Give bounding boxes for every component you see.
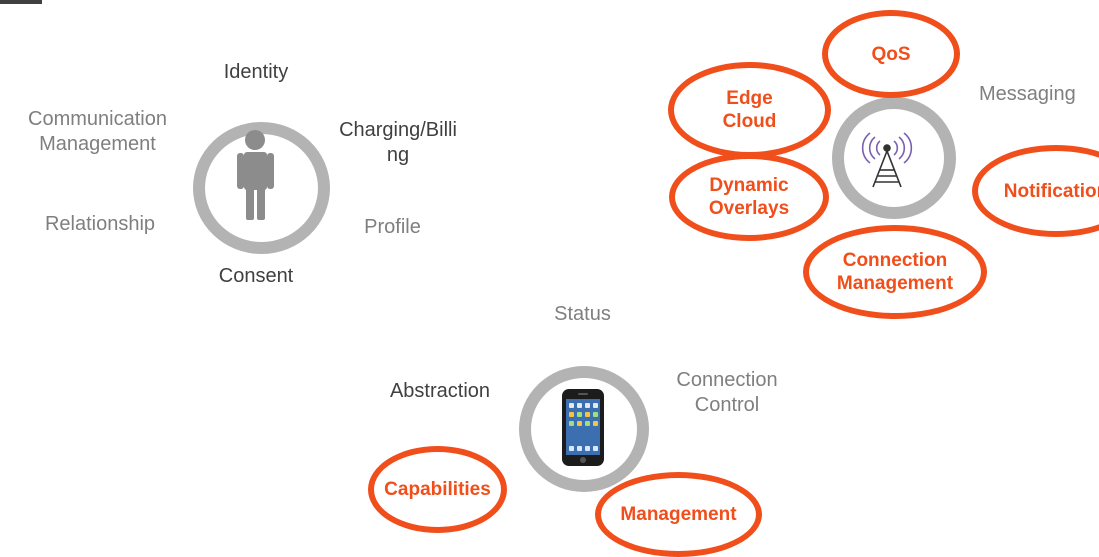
dynamic-overlays-label: Dynamic Overlays — [708, 175, 790, 219]
charging-billing-label: Charging/Billi ng — [339, 119, 457, 166]
notification-oval: Notification — [972, 145, 1099, 237]
identity-label: Identity — [223, 61, 289, 83]
notification-label: Notification — [1003, 180, 1099, 202]
qos-label: QoS — [871, 43, 911, 65]
status-label: Status — [554, 303, 611, 325]
title-fragment-bar — [0, 0, 42, 4]
communication-management-label: Communication Management — [28, 108, 167, 155]
edge-cloud-oval: Edge Cloud — [668, 62, 831, 158]
capabilities-label: Capabilities — [384, 479, 491, 500]
dynamic-overlays-oval: Dynamic Overlays — [669, 153, 829, 241]
connection-management-oval: Connection Management — [803, 225, 987, 319]
connection-management-label: Connection Management — [836, 250, 954, 294]
management-label: Management — [620, 504, 737, 525]
qos-oval: QoS — [822, 10, 960, 98]
edge-cloud-label: Edge Cloud — [722, 88, 777, 132]
messaging-label: Messaging — [979, 83, 1076, 105]
management-oval: Management — [595, 472, 762, 557]
capabilities-oval: Capabilities — [368, 446, 507, 533]
profile-label: Profile — [364, 216, 421, 238]
connection-control-label: Connection Control — [676, 369, 778, 416]
relationship-label: Relationship — [44, 213, 156, 235]
abstraction-label: Abstraction — [389, 380, 491, 402]
consent-label: Consent — [218, 265, 294, 287]
